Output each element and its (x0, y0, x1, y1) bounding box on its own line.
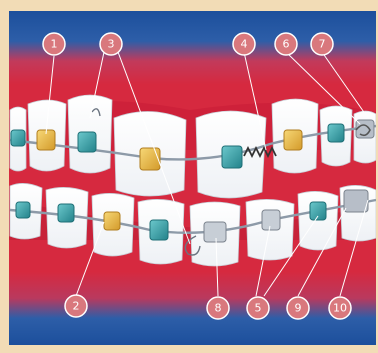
bracket-teal (58, 204, 74, 222)
callout-7: 7 (311, 33, 333, 55)
callout-3: 3 (100, 33, 122, 55)
callout-2: 2 (65, 295, 87, 317)
bracket-teal (11, 130, 25, 146)
callout-label-3: 3 (108, 38, 115, 51)
bracket-ceramic (204, 222, 226, 242)
bracket-gold (284, 130, 302, 150)
frame-border-bottom (0, 345, 378, 353)
callout-5: 5 (247, 297, 269, 319)
bracket-teal (150, 220, 168, 240)
bracket-gold (140, 148, 160, 170)
callout-label-2: 2 (73, 300, 80, 313)
callout-10: 10 (329, 297, 351, 319)
bracket-teal (310, 202, 326, 220)
bracket-teal (328, 124, 344, 142)
bracket-ceramic (262, 210, 280, 230)
callout-6: 6 (275, 33, 297, 55)
callout-label-1: 1 (51, 38, 58, 51)
frame-border-top (0, 0, 378, 11)
callout-label-7: 7 (319, 38, 326, 51)
callout-1: 1 (43, 33, 65, 55)
callout-label-9: 9 (295, 302, 302, 315)
lower-tooth (298, 191, 338, 250)
callout-label-10: 10 (333, 302, 347, 315)
bracket-teal (78, 132, 96, 152)
callout-9: 9 (287, 297, 309, 319)
callout-label-6: 6 (283, 38, 290, 51)
frame-border-left (0, 0, 9, 353)
bracket-teal (16, 202, 30, 218)
callout-8: 8 (207, 297, 229, 319)
bracket-teal (222, 146, 242, 168)
mouth-background (9, 11, 376, 345)
callout-label-5: 5 (255, 302, 262, 315)
bracket-gold (104, 212, 120, 230)
molar-band (344, 190, 368, 212)
callout-label-8: 8 (215, 302, 222, 315)
callout-label-4: 4 (241, 38, 248, 51)
callout-4: 4 (233, 33, 255, 55)
